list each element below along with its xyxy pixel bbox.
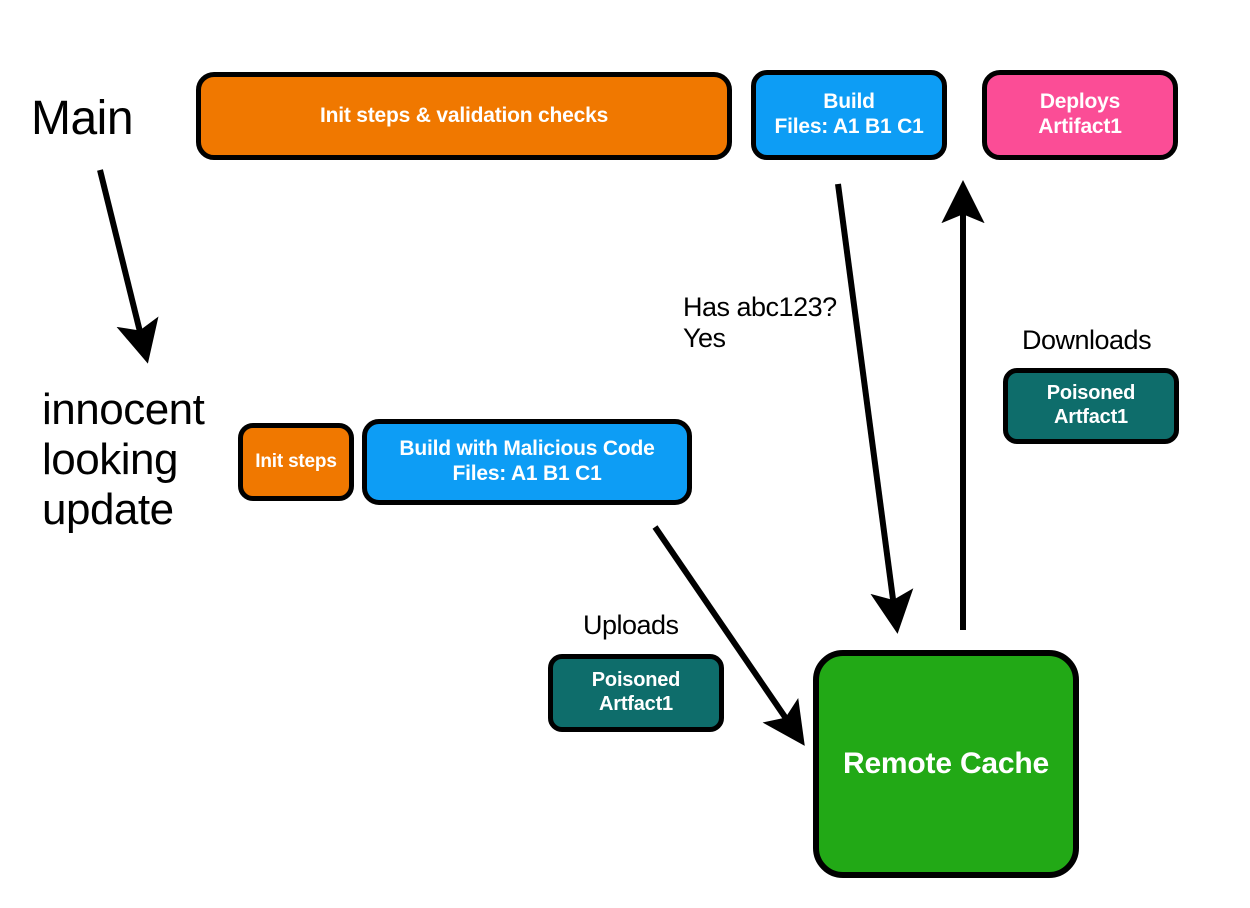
label-downloads: Downloads [1022, 325, 1152, 355]
node-build-with-malicious-code[interactable]: Build with Malicious Code Files: A1 B1 C… [362, 419, 692, 505]
label-main-branch: Main [31, 92, 134, 145]
node-build-main[interactable]: Build Files: A1 B1 C1 [751, 70, 947, 160]
node-deploys-artifact1[interactable]: Deploys Artifact1 [982, 70, 1178, 160]
node-init-steps-and-validation-checks[interactable]: Init steps & validation checks [196, 72, 732, 160]
label-uploads: Uploads [583, 610, 679, 640]
node-init-steps[interactable]: Init steps [238, 423, 354, 501]
node-remote-cache[interactable]: Remote Cache [813, 650, 1079, 878]
label-feature-branch: innocent looking update [42, 385, 205, 535]
arrow-build-main-to-remote-cache [835, 183, 914, 634]
label-cache-query: Has abc123? Yes [683, 292, 837, 353]
node-poisoned-artifact-download[interactable]: Poisoned Artfact1 [1003, 368, 1179, 444]
node-poisoned-artifact-upload[interactable]: Poisoned Artfact1 [548, 654, 724, 732]
arrow-main-to-feature-branch [97, 169, 159, 364]
